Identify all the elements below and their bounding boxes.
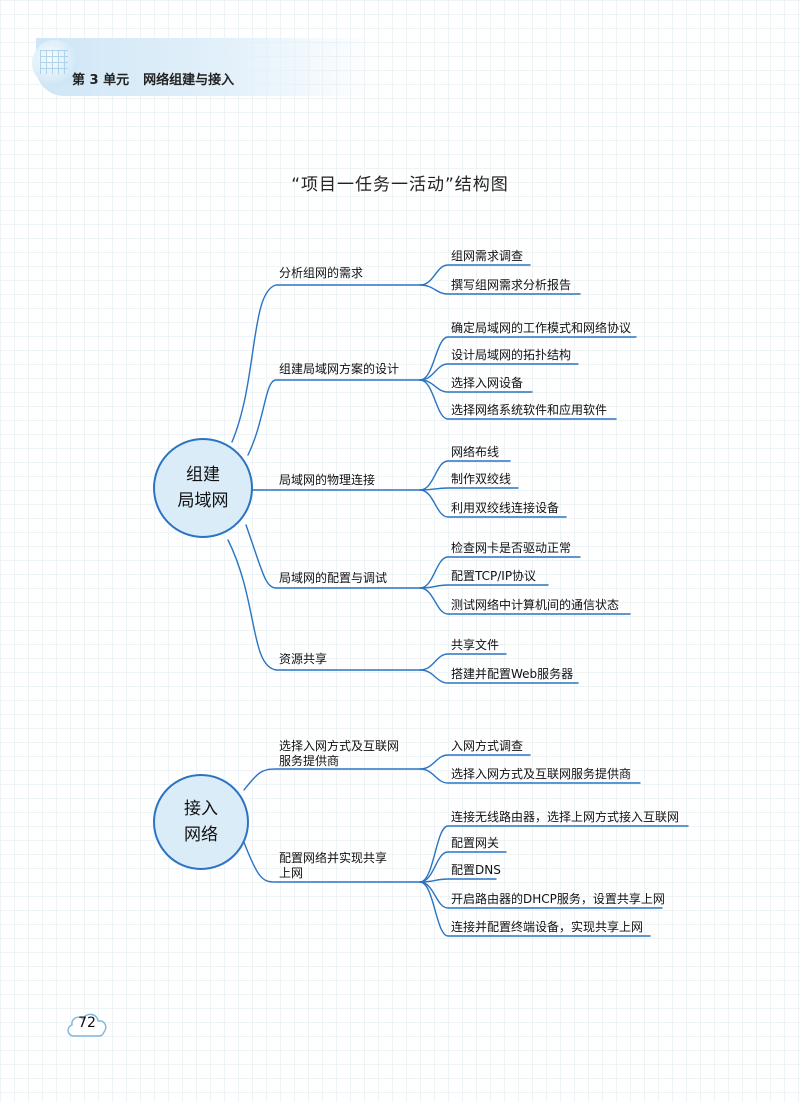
activity-label: 配置DNS [451,863,501,877]
connector [419,363,579,381]
activity-label: 制作双绞线 [451,472,512,486]
activity-label: 撰写组网需求分析报告 [451,278,572,292]
activity-label: 选择入网设备 [451,376,524,390]
connector [419,754,531,770]
connector [419,825,689,883]
page-number: 72 [78,1015,96,1031]
activity-label: 确定局域网的工作模式和网络协议 [451,321,632,335]
project-node-line1: 组建 [186,465,220,485]
activity-label: 连接并配置终端设备，实现共享上网 [451,920,644,934]
activity-label: 利用双绞线连接设备 [451,501,560,515]
connector [419,487,519,491]
connector [243,768,421,791]
activity-label: 连接无线路由器，选择上网方式接入互联网 [451,810,680,824]
connector [419,264,531,286]
activity-label: 入网方式调查 [451,739,524,753]
connector [419,336,637,381]
project-node-line2: 网络 [184,825,218,845]
connector [419,489,567,518]
connector [419,669,579,684]
task-label: 选择入网方式及互联网 服务提供商 [279,739,399,769]
project-node-line2: 局域网 [177,491,229,511]
task-label-line1: 选择入网方式及互联网 [279,739,400,753]
connector [239,831,421,883]
activity-label: 检查网卡是否驱动正常 [451,541,572,555]
task-label: 配置网络并实现共享 上网 [279,851,387,881]
connector [227,539,421,671]
connector [419,284,581,295]
connector [419,878,497,883]
project-node-lan: 组建 局域网 [153,438,253,538]
project-node-line1: 接入 [184,799,218,819]
task-label: 局域网的物理连接 [279,473,376,487]
header-band [36,38,376,96]
connector [419,379,617,420]
project-node-access: 接入 网络 [153,774,249,870]
activity-label: 测试网络中计算机间的通信状态 [451,598,620,612]
task-label: 资源共享 [279,652,328,666]
connector [419,584,549,589]
activity-label: 配置TCP/IP协议 [451,569,537,583]
connector [419,587,631,615]
task-label: 分析组网的需求 [279,266,364,280]
connector [245,524,421,589]
activity-label: 选择入网方式及互联网服务提供商 [451,767,632,781]
connector [419,556,581,589]
activity-label: 配置网关 [451,836,500,850]
activity-label: 选择网络系统软件和应用软件 [451,403,608,417]
connector [419,881,651,937]
connector [419,460,511,491]
activity-label: 搭建并配置Web服务器 [451,667,574,681]
diagram-title: “项目一任务一活动”结构图 [291,175,509,195]
task-label: 局域网的配置与调试 [279,571,388,585]
connector [419,851,507,883]
task-label-line2: 上网 [279,866,304,880]
activity-label: 组网需求调查 [451,249,524,263]
unit-header: 第 3 单元网络组建与接入 [72,69,234,88]
activity-label: 网络布线 [451,445,500,459]
activity-label: 开启路由器的DHCP服务，设置共享上网 [451,892,665,906]
globe-icon [32,40,78,86]
connector [231,284,421,443]
activity-label: 共享文件 [451,638,500,652]
connector [247,379,421,456]
task-label-line1: 配置网络并实现共享 [279,851,388,865]
connector [419,653,507,671]
task-label-line2: 服务提供商 [279,754,340,768]
cloud-icon [67,1013,107,1037]
unit-title: 网络组建与接入 [143,73,235,88]
connector [419,768,641,784]
task-label: 组建局域网方案的设计 [279,362,400,376]
activity-label: 设计局域网的拓扑结构 [451,348,572,362]
unit-number: 第 3 单元 [72,73,130,88]
